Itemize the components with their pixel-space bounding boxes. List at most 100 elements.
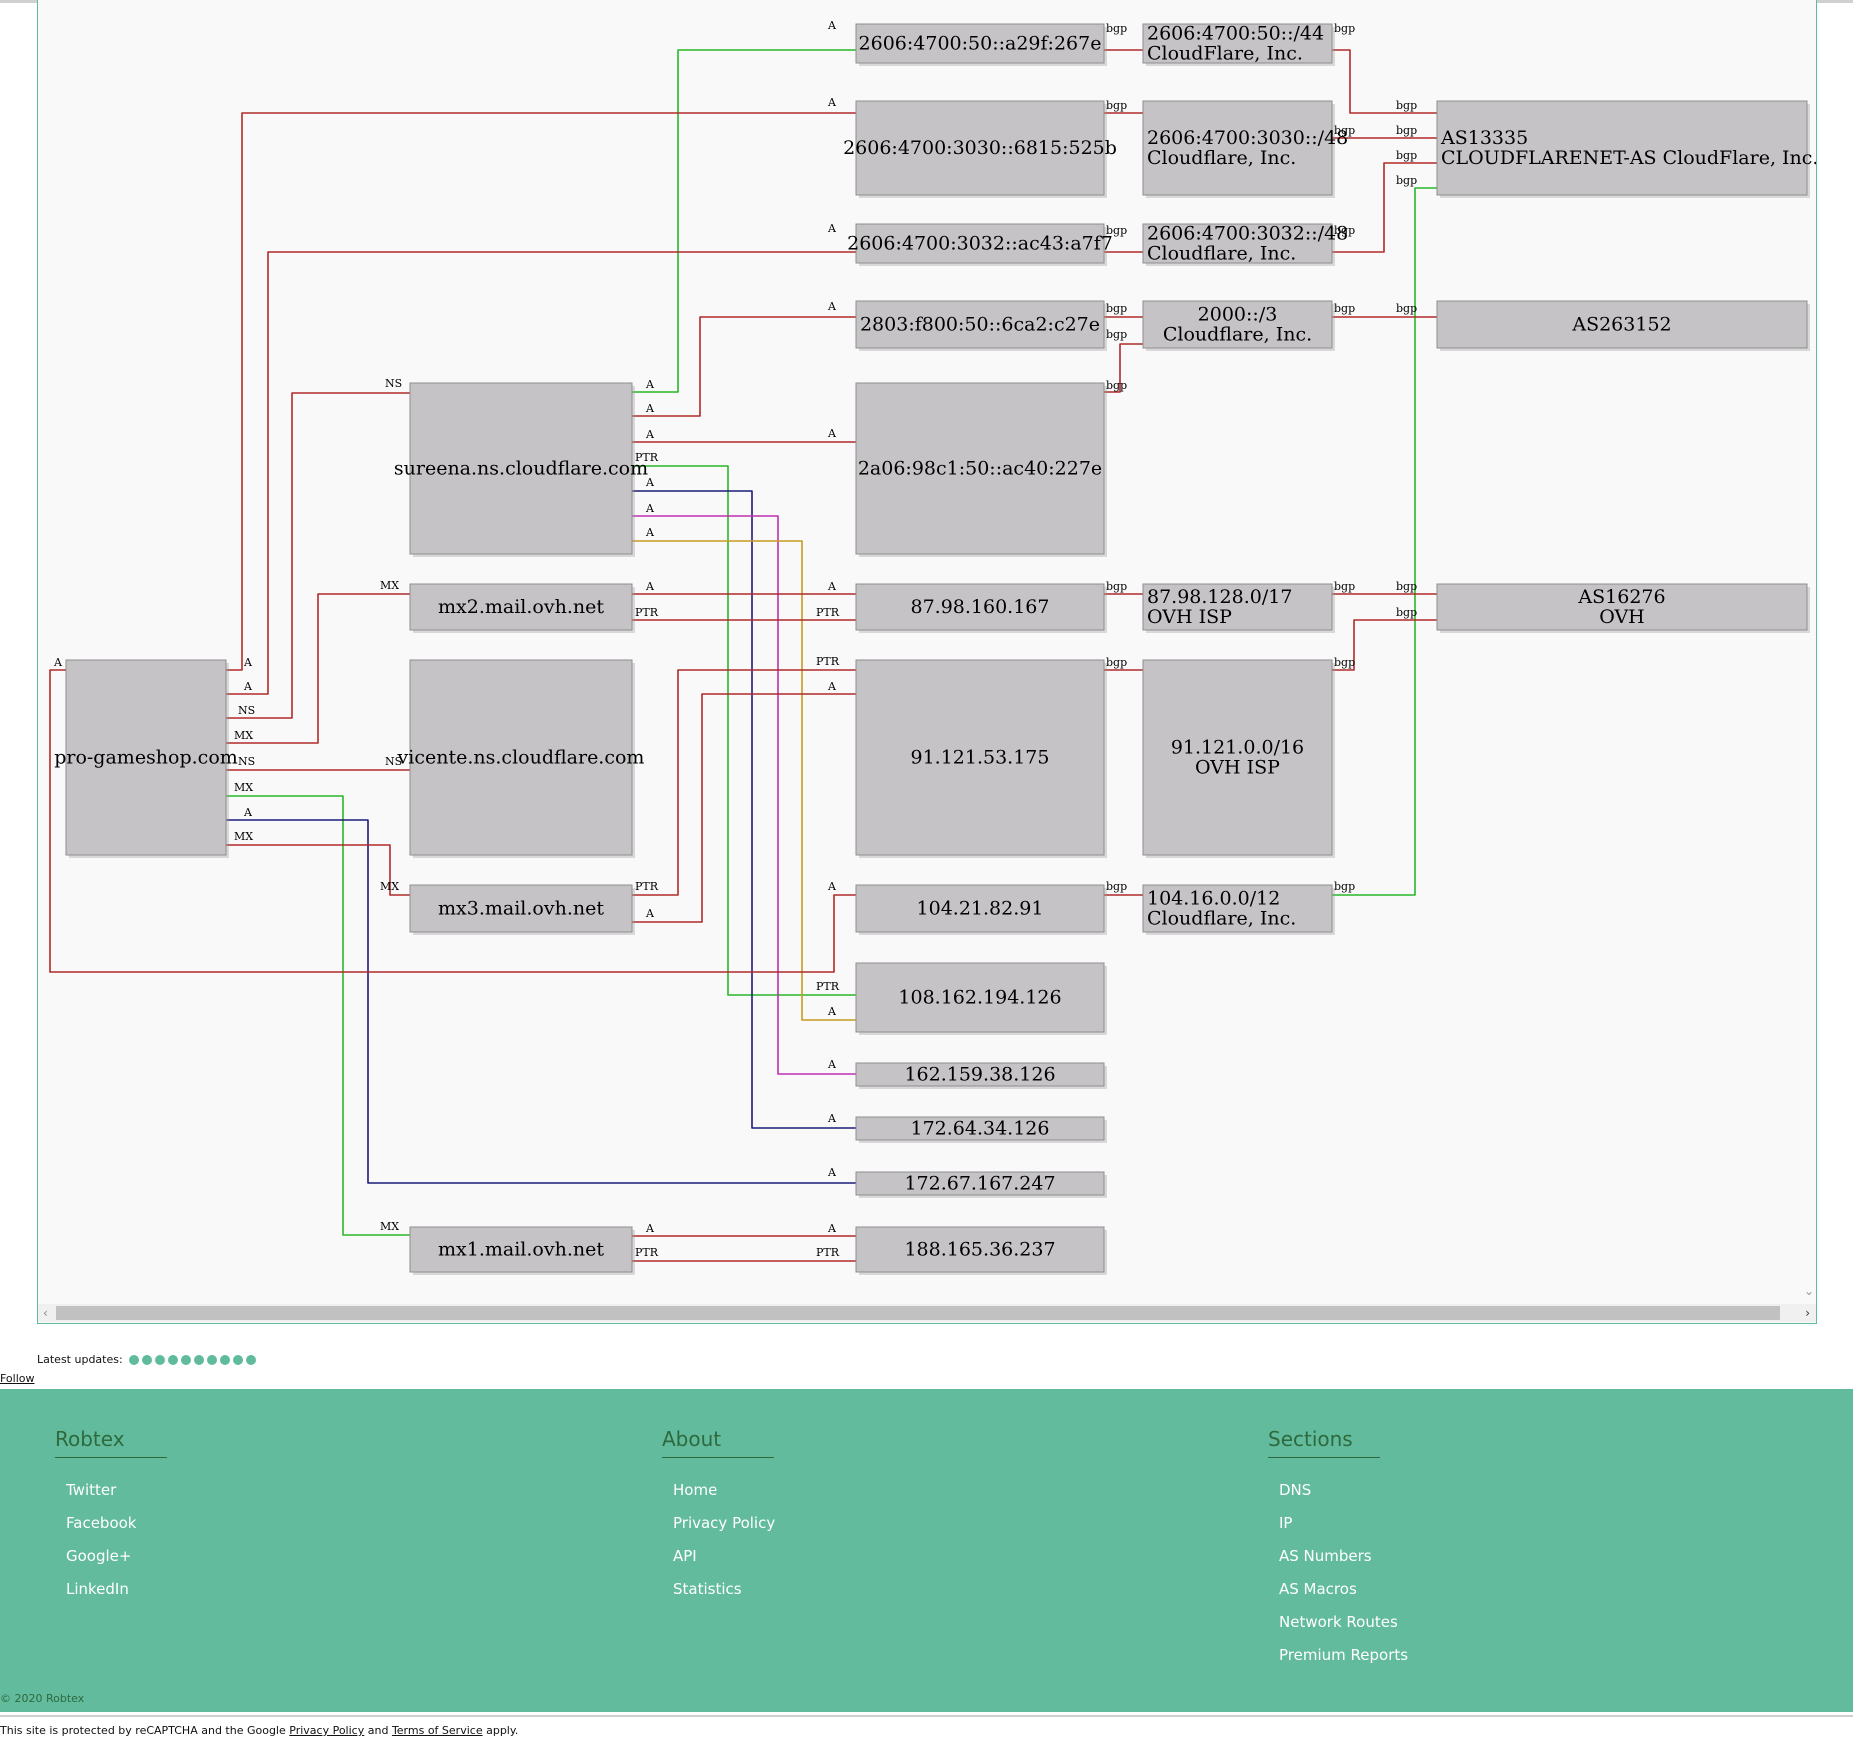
node-ip-525b[interactable]: 2606:4700:3030::6815:525b [843, 100, 1117, 198]
update-dot[interactable] [219, 1354, 230, 1365]
node-ip-172-67[interactable]: 172.67.167.247 [855, 1171, 1107, 1198]
node-label: 104.16.0.0/12 [1147, 888, 1280, 910]
update-dot[interactable] [245, 1354, 256, 1365]
node-box[interactable] [1436, 583, 1808, 631]
node-domain[interactable]: pro-gameshop.com [54, 659, 238, 858]
node-label: Cloudflare, Inc. [1163, 324, 1312, 346]
node-box[interactable] [855, 223, 1105, 264]
footer-link-as-macros[interactable]: AS Macros [1279, 1580, 1357, 1598]
node-box[interactable] [1142, 583, 1333, 631]
follow-link[interactable]: Follow [0, 1372, 35, 1385]
update-dot[interactable] [128, 1354, 139, 1365]
scroll-down-arrow-icon[interactable]: ⌄ [1803, 1284, 1814, 1298]
node-box[interactable] [855, 300, 1105, 349]
node-mx1[interactable]: mx1.mail.ovh.net [409, 1226, 635, 1275]
footer-link-ip[interactable]: IP [1279, 1514, 1293, 1532]
node-ip-108[interactable]: 108.162.194.126 [855, 962, 1107, 1035]
node-ip-162[interactable]: 162.159.38.126 [855, 1062, 1107, 1089]
node-box[interactable] [855, 884, 1105, 933]
footer-column-about: About Home Privacy Policy API Statistics [662, 1427, 775, 1606]
footer-link-dns[interactable]: DNS [1279, 1481, 1312, 1499]
node-mx3[interactable]: mx3.mail.ovh.net [409, 884, 635, 935]
node-box[interactable] [855, 1226, 1105, 1273]
update-dot[interactable] [232, 1354, 243, 1365]
node-box[interactable] [1436, 300, 1808, 349]
node-ip-c27e[interactable]: 2803:f800:50::6ca2:c27e [855, 300, 1107, 351]
footer-link-network-routes[interactable]: Network Routes [1279, 1613, 1398, 1631]
node-box[interactable] [855, 659, 1105, 856]
edge-line [49, 669, 856, 973]
google-terms-link[interactable]: Terms of Service [391, 1724, 483, 1737]
node-box[interactable] [1142, 659, 1333, 856]
footer-link-statistics[interactable]: Statistics [673, 1580, 742, 1598]
node-ip-172-64[interactable]: 172.64.34.126 [855, 1116, 1107, 1143]
edge-line [632, 465, 856, 996]
footer-link-premium-reports[interactable]: Premium Reports [1279, 1646, 1409, 1664]
node-box[interactable] [855, 100, 1105, 196]
node-ip-a7f7[interactable]: 2606:4700:3032::ac43:a7f7 [847, 223, 1113, 266]
node-box[interactable] [409, 583, 633, 631]
node-box[interactable] [1142, 300, 1333, 349]
node-label: 2a06:98c1:50::ac40:227e [858, 458, 1102, 480]
node-box[interactable] [65, 659, 227, 856]
node-box[interactable] [855, 1062, 1105, 1087]
node-box[interactable] [855, 1171, 1105, 1196]
node-box[interactable] [409, 1226, 633, 1273]
update-dot[interactable] [141, 1354, 152, 1365]
node-box[interactable] [855, 382, 1105, 555]
node-ip-188[interactable]: 188.165.36.237 [855, 1226, 1107, 1275]
node-ip-a29f[interactable]: 2606:4700:50::a29f:267e [855, 23, 1107, 66]
node-box[interactable] [1142, 884, 1333, 933]
update-dot[interactable] [167, 1354, 178, 1365]
google-privacy-link[interactable]: Privacy Policy [289, 1724, 365, 1737]
node-ip-104[interactable]: 104.21.82.91 [855, 884, 1107, 935]
node-ip-91[interactable]: 91.121.53.175 [855, 659, 1107, 858]
node-box[interactable] [1142, 23, 1333, 64]
footer-link-facebook[interactable]: Facebook [66, 1514, 137, 1532]
node-ip-87[interactable]: 87.98.160.167 [855, 583, 1107, 633]
footer-link-api[interactable]: API [673, 1547, 697, 1565]
footer-link-privacy-policy[interactable]: Privacy Policy [673, 1514, 776, 1532]
scroll-left-arrow-icon[interactable]: ‹ [43, 1306, 48, 1320]
node-box[interactable] [855, 1116, 1105, 1141]
horizontal-scrollbar[interactable]: ‹ › [38, 1304, 1816, 1322]
update-dot[interactable] [180, 1354, 191, 1365]
footer-link-home[interactable]: Home [673, 1481, 718, 1499]
footer-link-linkedin[interactable]: LinkedIn [66, 1580, 129, 1598]
scrollbar-thumb[interactable] [56, 1306, 1780, 1320]
edge-label: A [827, 680, 837, 693]
node-box[interactable] [1142, 100, 1333, 196]
edge-label: bgp [1106, 379, 1127, 392]
node-box[interactable] [855, 583, 1105, 631]
update-dot[interactable] [193, 1354, 204, 1365]
update-dot[interactable] [206, 1354, 217, 1365]
footer-link-googleplus[interactable]: Google+ [66, 1547, 132, 1565]
node-box[interactable] [409, 884, 633, 933]
node-box[interactable] [409, 659, 633, 856]
node-ip-227e[interactable]: 2a06:98c1:50::ac40:227e [855, 382, 1107, 557]
node-mx2[interactable]: mx2.mail.ovh.net [409, 583, 635, 633]
edge-label: MX [234, 830, 253, 843]
node-as263152[interactable]: AS263152 [1436, 300, 1810, 351]
footer-link-as-numbers[interactable]: AS Numbers [1279, 1547, 1372, 1565]
node-box[interactable] [855, 23, 1105, 64]
node-box[interactable] [409, 382, 633, 555]
node-box[interactable] [1436, 100, 1808, 196]
node-sureena[interactable]: sureena.ns.cloudflare.com [394, 382, 648, 557]
update-dot[interactable] [154, 1354, 165, 1365]
node-box[interactable] [855, 962, 1105, 1033]
footer-link-twitter[interactable]: Twitter [66, 1481, 117, 1499]
node-vicente[interactable]: vicente.ns.cloudflare.com [397, 659, 645, 858]
scroll-right-arrow-icon[interactable]: › [1805, 1306, 1810, 1320]
node-box[interactable] [1142, 223, 1333, 264]
